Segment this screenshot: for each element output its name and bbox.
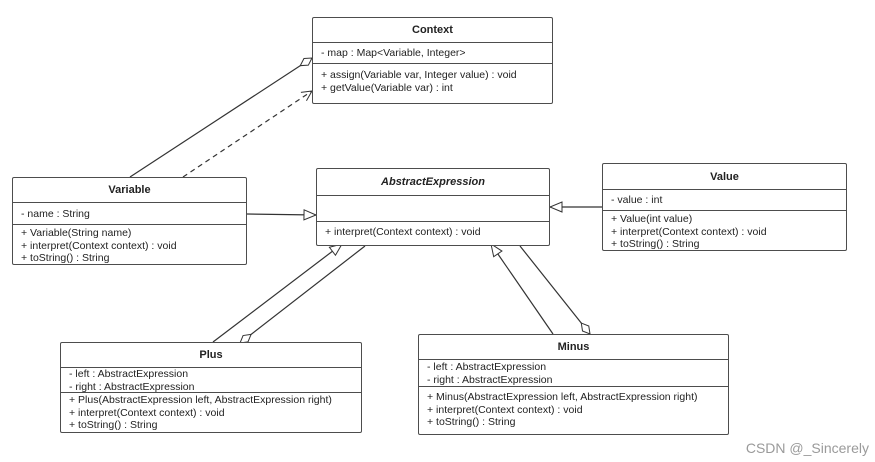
- operation: + interpret(Context context) : void: [69, 406, 225, 419]
- operation: + Plus(AbstractExpression left, Abstract…: [69, 394, 332, 406]
- plus-aggregation: [239, 245, 366, 344]
- operation: + Variable(String name): [21, 227, 132, 239]
- value-attributes: - value : int: [603, 190, 846, 211]
- variable-class[interactable]: Variable - name : String + Variable(Stri…: [12, 177, 247, 265]
- abstract-expression-class[interactable]: AbstractExpression + interpret(Context c…: [316, 168, 550, 246]
- context-attributes: - map : Map<Variable, Integer>: [313, 43, 552, 64]
- minus-class-name: Minus: [419, 335, 728, 360]
- context-class[interactable]: Context - map : Map<Variable, Integer> +…: [312, 17, 553, 104]
- operation: + interpret(Context context) : void: [427, 403, 583, 416]
- attribute: - right : AbstractExpression: [69, 380, 195, 393]
- value-class[interactable]: Value - value : int + Value(int value) +…: [602, 163, 847, 251]
- operation: + getValue(Variable var) : int: [321, 81, 453, 94]
- operation: + Minus(AbstractExpression left, Abstrac…: [427, 391, 698, 403]
- operation: + assign(Variable var, Integer value) : …: [321, 69, 517, 81]
- watermark: CSDN @_Sincerely: [745, 440, 869, 456]
- context-operations: + assign(Variable var, Integer value) : …: [313, 64, 552, 94]
- attribute: - name : String: [21, 208, 90, 220]
- value-class-name: Value: [603, 164, 846, 190]
- variable-context-aggregation: [129, 57, 313, 178]
- plus-class[interactable]: Plus - left : AbstractExpression - right…: [60, 342, 362, 433]
- abstract-expression-operations: + interpret(Context context) : void: [317, 222, 549, 239]
- operation: + toString() : String: [611, 238, 700, 250]
- minus-class[interactable]: Minus - left : AbstractExpression - righ…: [418, 334, 729, 435]
- attribute: - left : AbstractExpression: [427, 361, 547, 373]
- plus-operations: + Plus(AbstractExpression left, Abstract…: [61, 393, 361, 432]
- plus-generalization: [212, 244, 342, 343]
- minus-aggregation: [519, 245, 591, 335]
- abstract-expression-class-name: AbstractExpression: [317, 169, 549, 196]
- abstract-expression-attributes: [317, 196, 549, 222]
- operation: + interpret(Context context) : void: [611, 225, 767, 238]
- operation: + Value(int value): [611, 213, 693, 225]
- attribute: - right : AbstractExpression: [427, 373, 553, 386]
- attribute: - left : AbstractExpression: [69, 368, 189, 380]
- minus-attributes: - left : AbstractExpression - right : Ab…: [419, 360, 728, 387]
- variable-operations: + Variable(String name) + interpret(Cont…: [13, 225, 246, 265]
- value-operations: + Value(int value) + interpret(Context c…: [603, 211, 846, 251]
- variable-attributes: - name : String: [13, 203, 246, 225]
- plus-attributes: - left : AbstractExpression - right : Ab…: [61, 368, 361, 393]
- operation: + toString() : String: [69, 419, 158, 431]
- operation: + toString() : String: [21, 252, 110, 264]
- operation: + toString() : String: [427, 416, 516, 428]
- minus-generalization: [491, 244, 554, 335]
- operation: + interpret(Context context) : void: [325, 226, 481, 238]
- attribute: - map : Map<Variable, Integer>: [321, 47, 466, 59]
- operation: + interpret(Context context) : void: [21, 239, 177, 252]
- variable-context-dependency: [182, 91, 312, 178]
- attribute: - value : int: [611, 194, 663, 206]
- minus-operations: + Minus(AbstractExpression left, Abstrac…: [419, 387, 728, 429]
- variable-class-name: Variable: [13, 178, 246, 203]
- plus-class-name: Plus: [61, 343, 361, 368]
- context-class-name: Context: [313, 18, 552, 43]
- variable-generalization: [246, 214, 316, 215]
